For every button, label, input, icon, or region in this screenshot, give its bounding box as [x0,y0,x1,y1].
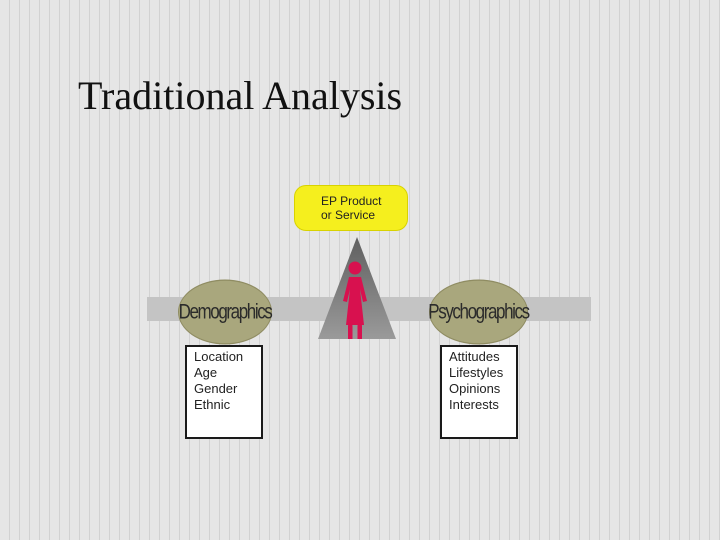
triangle-shape [318,237,396,339]
list-item: Lifestyles [449,365,504,380]
product-line-1: EP Product [321,194,382,208]
demographics-list: Location Age Gender Ethnic [185,345,263,439]
list-item: Interests [449,397,499,412]
demographics-oval: Demographics [178,279,273,345]
list-item: Opinions [449,381,501,396]
product-line-2: or Service [321,208,376,222]
psychographics-oval: Psychographics [428,279,530,345]
list-item: Age [194,365,218,380]
page-title: Traditional Analysis [78,73,403,118]
psychographics-list: Attitudes Lifestyles Opinions Interests [440,345,518,439]
list-item: Gender [194,381,238,396]
product-box: EP Product or Service [294,185,408,231]
list-item: Ethnic [194,397,231,412]
list-item: Attitudes [449,349,500,364]
woman-icon [343,261,367,339]
list-item: Location [194,349,244,364]
